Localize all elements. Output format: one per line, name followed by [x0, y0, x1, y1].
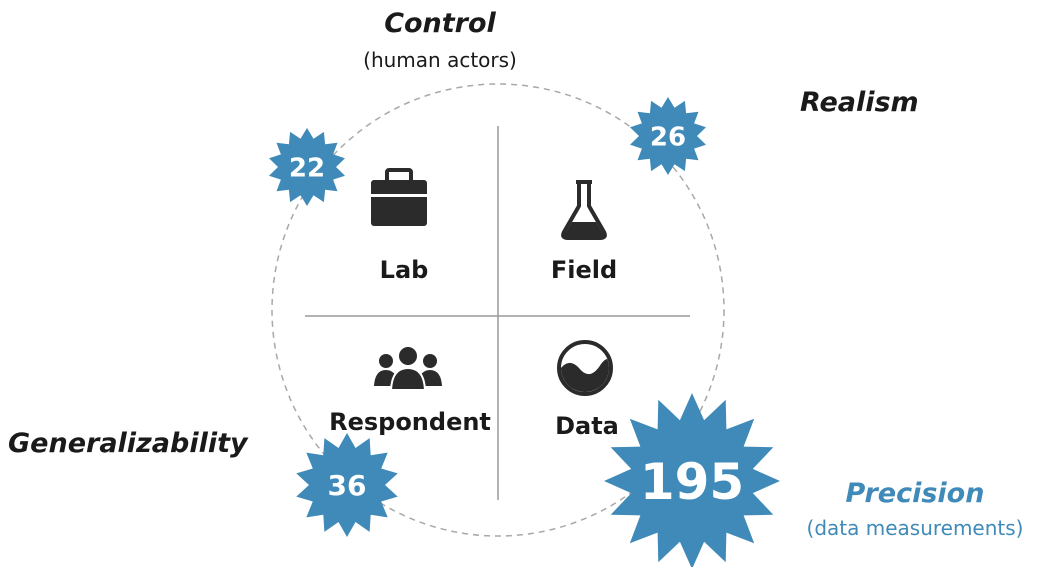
control-subtitle: (human actors)	[363, 48, 517, 72]
count-value-data: 195	[640, 453, 744, 511]
realism-title: Realism	[800, 87, 919, 118]
count-badge-respondent	[296, 433, 398, 537]
precision-title: Precision	[845, 478, 985, 509]
count-value-respondent: 36	[328, 469, 367, 502]
count-value-field: 26	[650, 122, 686, 152]
count-badge-data	[604, 393, 780, 567]
people-icon	[374, 345, 442, 391]
briefcase-icon	[371, 168, 427, 226]
quadrant-lab-label: Lab	[379, 256, 429, 284]
control-title: Control	[384, 8, 496, 39]
quadrant-data-label: Data	[555, 412, 619, 440]
generalizability-title: Generalizability	[8, 428, 248, 459]
precision-subtitle: (data measurements)	[806, 516, 1024, 540]
count-badge-field	[630, 97, 706, 175]
quadrant-field-label: Field	[550, 256, 618, 284]
wave-circle-icon	[557, 340, 613, 396]
quadrant-respondent-label: Respondent	[329, 408, 491, 436]
flask-icon	[561, 180, 607, 240]
count-value-lab: 22	[289, 153, 325, 183]
count-badge-lab	[269, 128, 345, 206]
outer-circle	[271, 83, 725, 537]
